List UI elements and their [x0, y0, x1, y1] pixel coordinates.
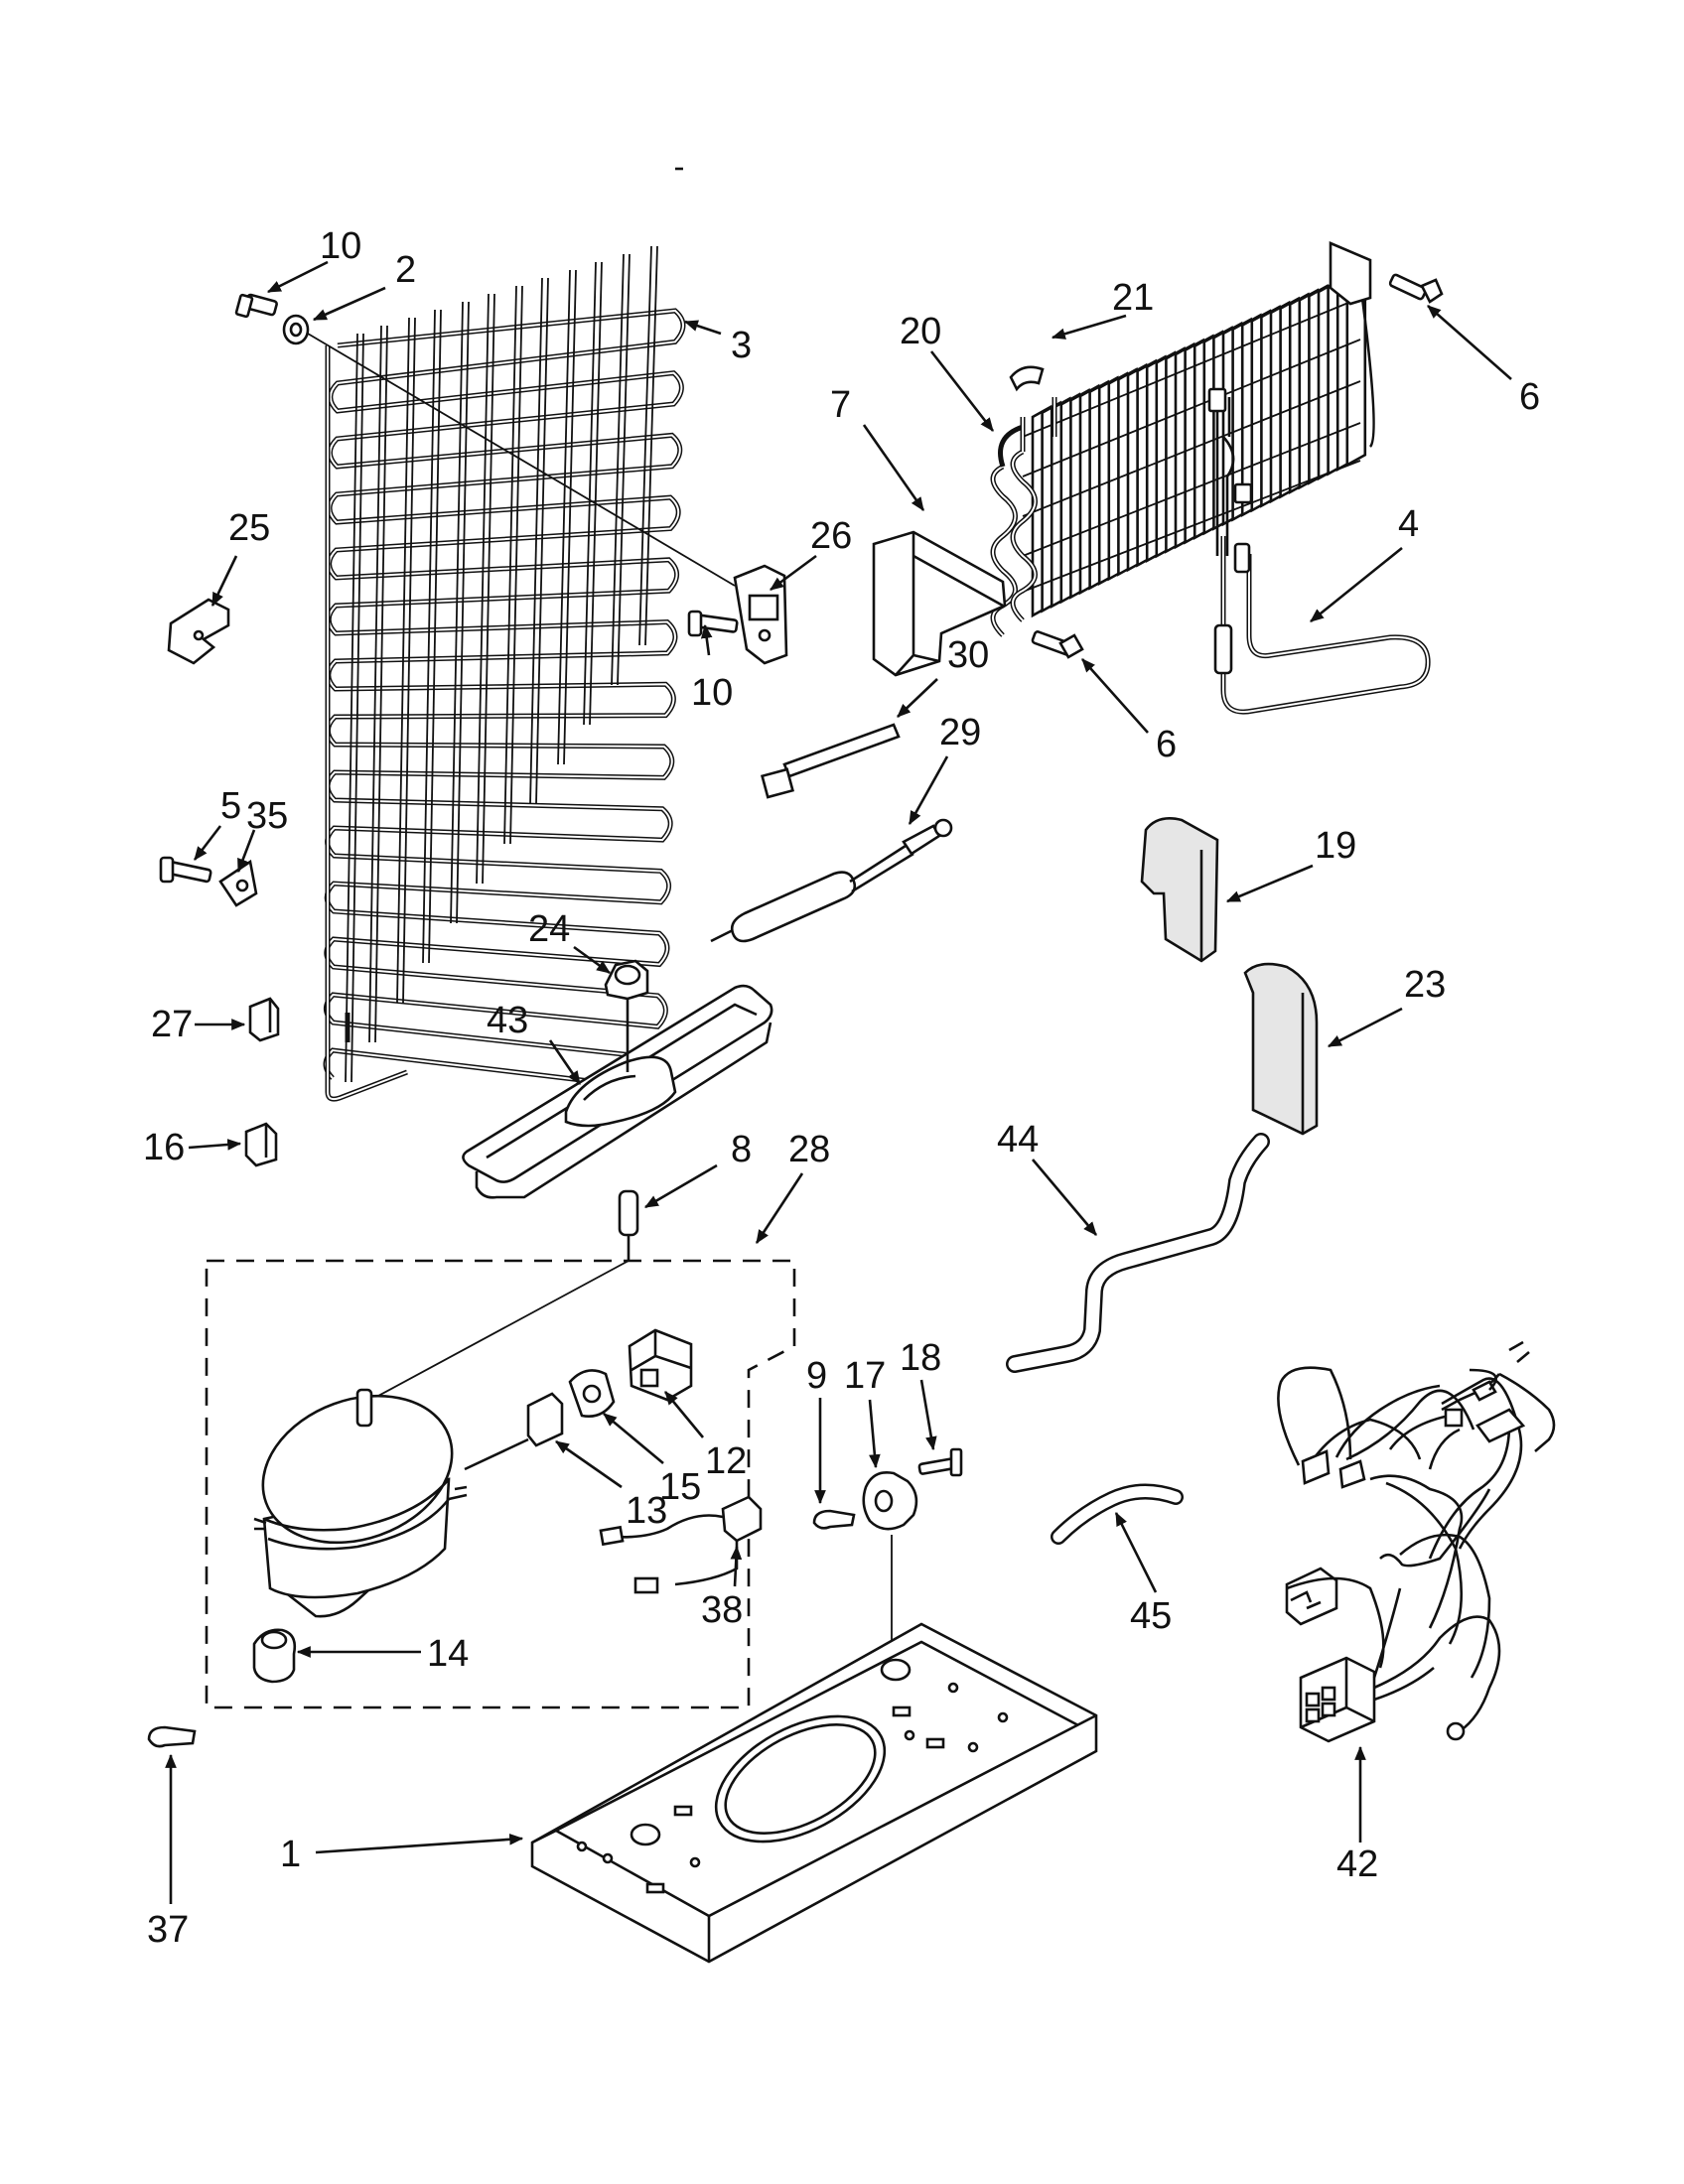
- callout-19: 19: [1315, 825, 1356, 867]
- callout-12: 12: [705, 1440, 747, 1482]
- callout-26: 26: [810, 515, 852, 557]
- callout-42: 42: [1336, 1843, 1378, 1885]
- roller-17: [862, 1471, 918, 1531]
- callout-30: 30: [947, 634, 989, 676]
- callout-15: 15: [659, 1466, 701, 1508]
- screw-6-mid: [1031, 630, 1084, 659]
- wire-harness-42: [1277, 1340, 1556, 1743]
- callout-21: 21: [1112, 277, 1154, 319]
- callout-37: 37: [147, 1909, 189, 1951]
- callout-14: 14: [427, 1633, 469, 1675]
- compressor-group-28: [205, 1259, 796, 1709]
- screw-10-mid: [687, 610, 739, 637]
- callout-labels: 10 2 3 21 20 6 7 25 26 4 10 30 6 29 19 5…: [143, 225, 1540, 1951]
- drier-8: [366, 1189, 639, 1403]
- wire-harness-29: [710, 818, 953, 943]
- callout-10-mid: 10: [691, 672, 733, 714]
- clip-21: [1009, 365, 1045, 392]
- callout-45: 45: [1130, 1595, 1172, 1637]
- mount-leader: [307, 333, 736, 587]
- washer-2: [282, 314, 310, 345]
- drain-tube-44: [1006, 1133, 1270, 1373]
- callout-28: 28: [788, 1129, 830, 1170]
- screw-18: [917, 1447, 963, 1477]
- defrost-heater-4: [1207, 387, 1431, 715]
- nut-24: [604, 959, 649, 1072]
- thermistor-30: [761, 723, 901, 799]
- callout-8: 8: [731, 1129, 752, 1170]
- base-plate-1: [530, 1622, 1098, 1964]
- cover-12: [628, 1328, 693, 1402]
- overload-13: [464, 1392, 564, 1471]
- evaporator: [990, 241, 1375, 637]
- callout-43: 43: [487, 1000, 528, 1041]
- callout-35: 35: [246, 795, 288, 837]
- callout-16: 16: [143, 1127, 185, 1168]
- clip-16: [244, 1122, 278, 1167]
- callout-24: 24: [528, 908, 570, 950]
- callout-20: 20: [900, 311, 941, 352]
- callout-10-top: 10: [320, 225, 361, 267]
- relay-15: [568, 1369, 616, 1418]
- callout-38: 38: [701, 1589, 743, 1631]
- clip-9: [812, 1509, 856, 1530]
- callout-1: 1: [280, 1834, 301, 1875]
- callout-13: 13: [626, 1490, 667, 1532]
- callout-6-top: 6: [1519, 376, 1540, 418]
- grommet-14: [252, 1628, 297, 1684]
- insulation-19: [1140, 817, 1219, 963]
- callout-5: 5: [220, 785, 241, 827]
- drain-pan-43: [462, 984, 773, 1199]
- callout-18: 18: [900, 1337, 941, 1379]
- callout-2: 2: [395, 249, 416, 291]
- callout-7: 7: [830, 384, 851, 426]
- leader-arrows: [165, 260, 1512, 1904]
- condenser-coil: [323, 167, 686, 1102]
- tube-45: [1051, 1483, 1184, 1545]
- callout-25: 25: [228, 507, 270, 549]
- screw-10-top: [234, 293, 278, 319]
- callout-27: 27: [151, 1004, 193, 1045]
- callout-17: 17: [844, 1355, 886, 1397]
- callout-4: 4: [1398, 503, 1419, 545]
- callout-9: 9: [806, 1355, 827, 1397]
- compressor: [253, 1388, 468, 1618]
- clip-27: [248, 997, 280, 1042]
- screw-6-top: [1388, 273, 1444, 304]
- callout-29: 29: [939, 712, 981, 753]
- bracket-26: [733, 564, 788, 665]
- evaporator-tray-7: [872, 530, 1007, 677]
- callout-3: 3: [731, 325, 752, 366]
- screw-5: [159, 856, 212, 884]
- bracket-25: [167, 598, 230, 665]
- clip-37: [147, 1725, 197, 1748]
- callout-6-mid: 6: [1156, 724, 1177, 765]
- callout-23: 23: [1404, 964, 1446, 1006]
- insulation-23: [1243, 962, 1319, 1136]
- callout-44: 44: [997, 1119, 1039, 1160]
